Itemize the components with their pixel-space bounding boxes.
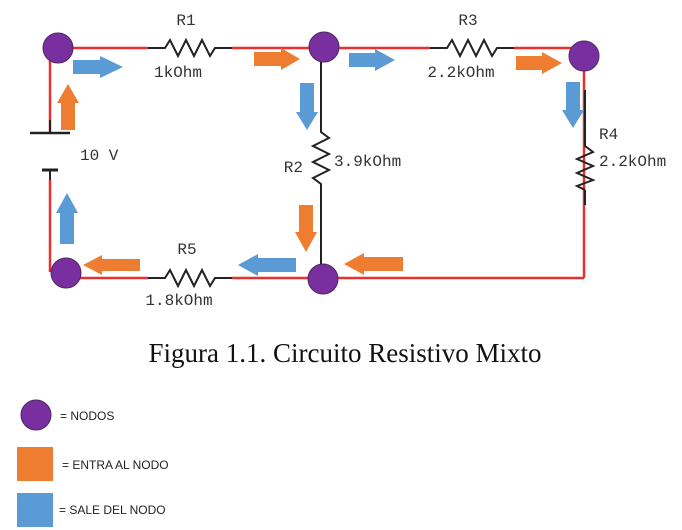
node-bottom-middle bbox=[307, 263, 339, 295]
r2-value-label: 3.9kOhm bbox=[334, 153, 401, 171]
current-arrows bbox=[56, 48, 584, 276]
resistor-r4 bbox=[574, 140, 596, 191]
exit-arrow bbox=[562, 82, 584, 128]
node-top-right bbox=[568, 40, 600, 72]
enter-arrow bbox=[516, 52, 562, 74]
legend-exit-label: = SALE DEL NODO bbox=[59, 503, 166, 517]
figure-caption: Figura 1.1. Circuito Resistivo Mixto bbox=[148, 338, 541, 368]
resistor-r2 bbox=[310, 120, 332, 192]
r3-value-label: 2.2kOhm bbox=[427, 64, 494, 82]
voltage-source bbox=[30, 120, 70, 180]
node-top-left bbox=[42, 32, 74, 64]
node-bottom-left bbox=[50, 257, 82, 289]
nodes bbox=[42, 31, 600, 295]
enter-arrow bbox=[295, 205, 317, 252]
legend-enter-swatch bbox=[17, 447, 53, 481]
legend-nodes-label: = NODOS bbox=[60, 409, 114, 423]
legend-node-swatch bbox=[20, 399, 52, 431]
exit-arrow bbox=[349, 49, 395, 71]
exit-arrow bbox=[56, 193, 78, 244]
legend-exit-swatch bbox=[17, 493, 53, 527]
enter-arrow bbox=[57, 84, 79, 130]
resistor-r1 bbox=[148, 37, 232, 59]
r5-name-label: R5 bbox=[177, 241, 196, 259]
component-leads bbox=[320, 60, 586, 270]
r2-name-label: R2 bbox=[284, 159, 303, 177]
source-voltage-label: 10 V bbox=[80, 147, 119, 165]
r4-name-label: R4 bbox=[599, 126, 618, 144]
r4-value-label: 2.2kOhm bbox=[599, 153, 666, 171]
resistor-r5 bbox=[148, 267, 232, 289]
r1-name-label: R1 bbox=[176, 12, 195, 30]
r5-value-label: 1.8kOhm bbox=[145, 292, 212, 310]
legend-enter-label: = ENTRA AL NODO bbox=[62, 458, 169, 472]
exit-arrow bbox=[296, 83, 318, 130]
r1-value-label: 1kOhm bbox=[154, 64, 202, 82]
enter-arrow bbox=[83, 255, 140, 275]
r3-name-label: R3 bbox=[458, 12, 477, 30]
node-top-middle bbox=[308, 31, 340, 63]
exit-arrow bbox=[73, 56, 123, 78]
legend: = NODOS = ENTRA AL NODO = SALE DEL NODO bbox=[17, 399, 169, 527]
resistor-r3 bbox=[430, 37, 514, 59]
enter-arrow bbox=[254, 48, 300, 70]
exit-arrow bbox=[238, 254, 296, 276]
enter-arrow bbox=[344, 253, 403, 275]
